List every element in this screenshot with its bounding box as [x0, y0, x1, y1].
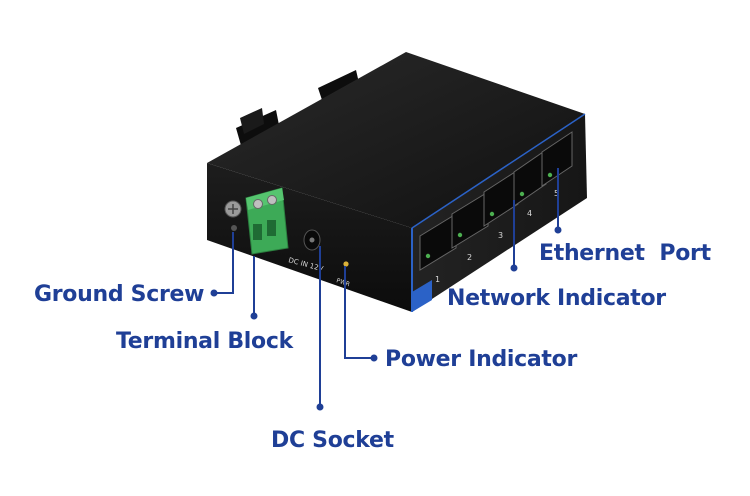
dc-socket-label: DC Socket	[271, 428, 394, 453]
network-led	[457, 232, 463, 238]
power-led	[343, 261, 349, 267]
ethernet-port-label: Ethernet Port	[539, 241, 711, 266]
port-number-5: 5	[554, 189, 559, 198]
network-led	[489, 211, 495, 217]
port-number-2: 2	[467, 253, 472, 262]
leader-line-ground-screw	[216, 232, 234, 294]
ethernet-port-5	[541, 131, 573, 187]
leader-line-power-indicator	[344, 266, 372, 359]
blue-accent-strip	[412, 280, 432, 312]
pwr-text: PWR	[335, 277, 350, 288]
power-indicator-label: Power Indicator	[385, 347, 577, 372]
dc-socket-icon	[303, 229, 321, 251]
terminal-block-label: Terminal Block	[116, 329, 293, 354]
network-led	[547, 172, 553, 178]
terminal-block-icon	[245, 187, 289, 255]
ground-screw-label: Ground Screw	[34, 282, 205, 307]
port-number-4: 4	[527, 209, 532, 218]
ground-screw-icon	[224, 200, 242, 231]
network-led	[425, 253, 431, 259]
port-number-3: 3	[498, 231, 503, 240]
switch-top-face	[207, 52, 585, 228]
ethernet-port-group: 1 2 3 4 5	[419, 131, 573, 284]
network-indicator-label: Network Indicator	[447, 286, 666, 311]
network-led	[519, 191, 525, 197]
port-number-1: 1	[435, 275, 440, 284]
